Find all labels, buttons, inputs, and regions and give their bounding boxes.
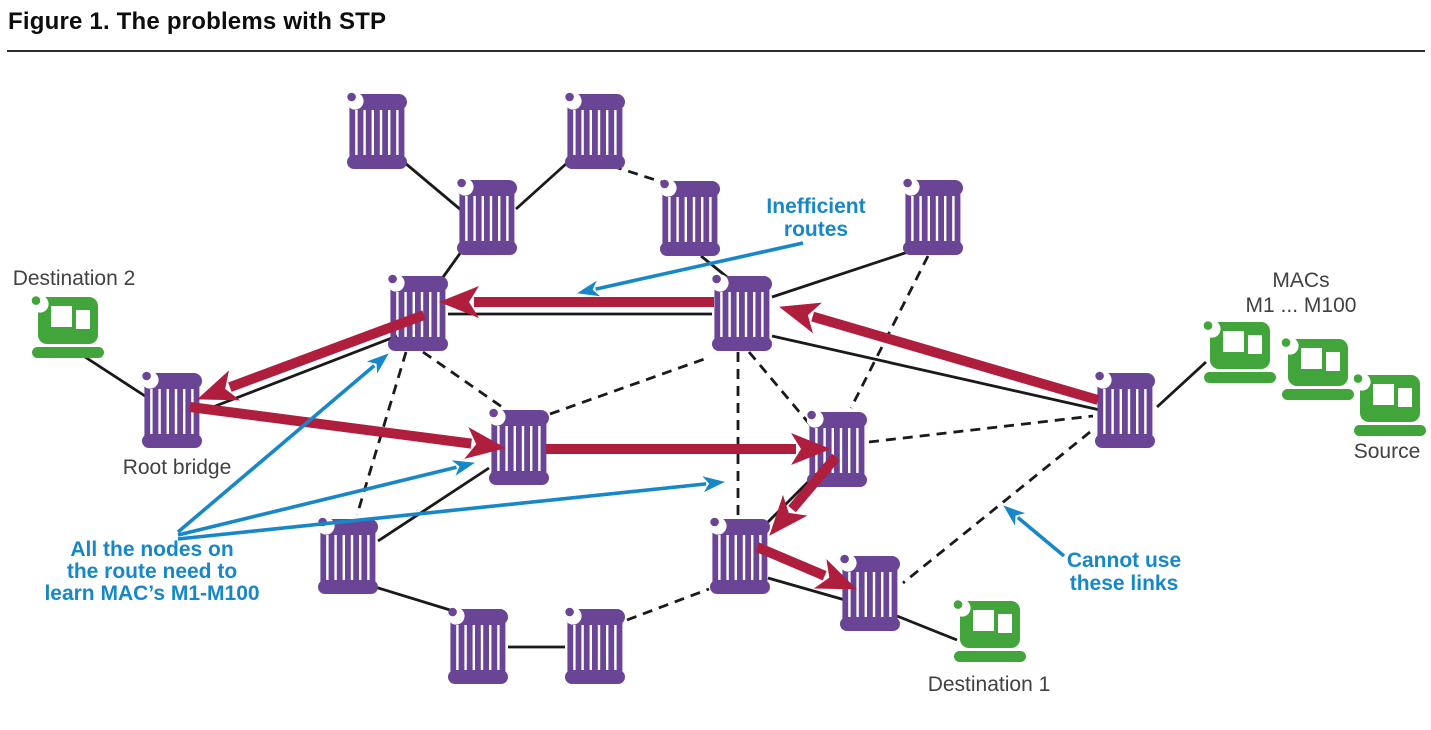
switch-1-switch-icon: [347, 92, 407, 169]
network-link-dashed: [868, 414, 1094, 444]
network-link-dashed: [549, 355, 711, 416]
source-label: Source: [1354, 440, 1421, 463]
macs-label-line-2: M1 ... M100: [1246, 294, 1357, 317]
network-link-solid: [767, 576, 846, 602]
annotation-arrow: [177, 460, 475, 537]
network-link-solid: [439, 251, 463, 281]
switch-11-switch-icon: [1095, 371, 1155, 448]
network-link-dashed: [611, 164, 669, 186]
network-link-dashed: [422, 350, 503, 409]
switch-2-switch-icon: [565, 92, 625, 169]
network-link-solid: [81, 353, 146, 398]
cannot-use-text-line: Cannot use: [1067, 549, 1181, 572]
switch-7-switch-icon: [903, 178, 963, 255]
destination-1-label: Destination 1: [928, 673, 1051, 696]
switch-13-switch-icon: [448, 607, 508, 684]
network-link-dashed: [747, 351, 814, 428]
network-link-dashed: [902, 430, 1091, 585]
destination-2-label: Destination 2: [13, 267, 136, 290]
switch-12-switch-icon: [318, 517, 378, 594]
route-arrow: [755, 542, 857, 590]
network-link-solid: [377, 466, 490, 543]
learn-macs-text-line: learn MAC’s M1-M100: [44, 582, 259, 605]
macs-label-line-1: MACs: [1272, 269, 1329, 292]
network-link-dashed: [849, 255, 930, 409]
cannot-use-text-line: these links: [1070, 572, 1179, 595]
network-link-solid: [374, 585, 451, 612]
destination-1-computer-icon: [953, 600, 1026, 662]
root-bridge-label: Root bridge: [123, 456, 232, 479]
route-arrow: [189, 402, 506, 459]
switch-15-switch-icon: [710, 517, 770, 594]
network-link-solid: [515, 161, 568, 211]
network-link-solid: [771, 250, 909, 299]
route-arrow: [197, 310, 426, 401]
source-host-computer-icon: [1353, 374, 1426, 436]
mac-host-2-computer-icon: [1281, 338, 1354, 400]
annotation-arrow: [1003, 505, 1066, 558]
annotation-arrow: [577, 241, 804, 297]
network-link-dashed: [626, 587, 710, 622]
network-link-solid: [199, 334, 398, 414]
switch-16-switch-icon: [840, 554, 900, 631]
switch-3-switch-icon: [457, 178, 517, 255]
destination-2-computer-icon: [31, 296, 104, 358]
route-arrow: [769, 453, 840, 536]
network-link-solid: [896, 614, 958, 642]
switch-6-switch-icon: [712, 274, 772, 351]
network-link-solid: [1156, 360, 1207, 409]
switch-9-switch-icon: [489, 408, 549, 485]
title-divider: [7, 50, 1425, 52]
learn-macs-text-line: All the nodes on: [70, 538, 233, 561]
annotation-arrow: [177, 476, 725, 541]
network-link-solid: [700, 254, 728, 279]
network-link-solid: [404, 161, 462, 212]
switch-14-switch-icon: [565, 607, 625, 684]
figure-title: Figure 1. The problems with STP: [8, 8, 387, 35]
inefficient-routes-text-line: routes: [784, 218, 848, 241]
inefficient-routes-text-line: Inefficient: [766, 195, 865, 218]
learn-macs-text-line: the route need to: [67, 560, 237, 583]
network-link-solid: [771, 334, 1101, 412]
mac-host-1-computer-icon: [1203, 321, 1276, 383]
annotation-arrow: [176, 353, 389, 534]
route-arrow: [779, 302, 1100, 405]
switch-4-switch-icon: [660, 179, 720, 256]
